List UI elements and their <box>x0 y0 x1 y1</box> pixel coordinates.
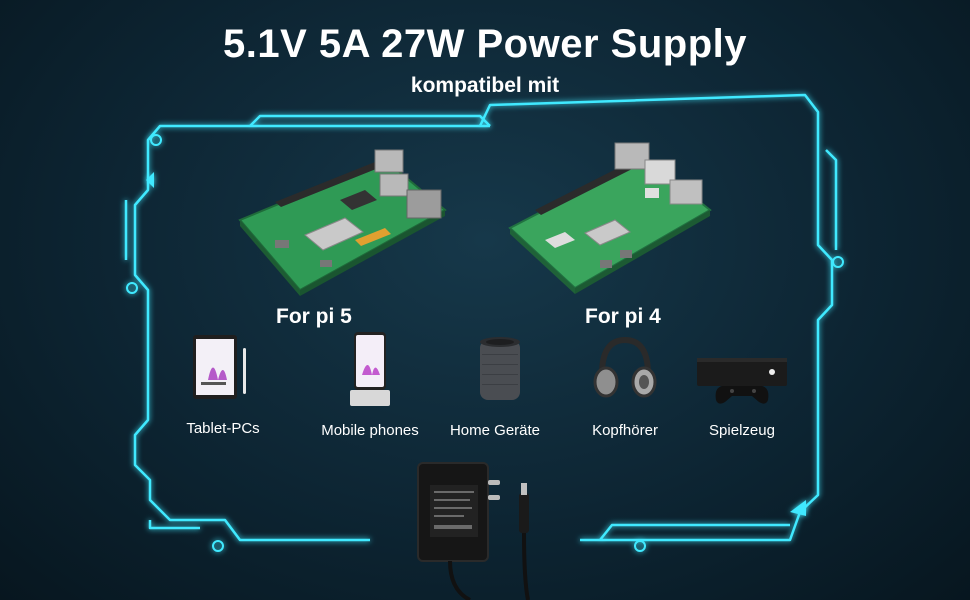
device-label-headphones: Kopfhörer <box>592 422 658 439</box>
device-label-home: Home Geräte <box>449 422 541 439</box>
page-title: 5.1V 5A 27W Power Supply <box>222 22 747 66</box>
pi4-label: For pi 4 <box>585 305 661 328</box>
smart-speaker-icon <box>480 337 520 400</box>
raspberry-pi-4-board-image <box>508 142 712 294</box>
device-label-phone: Mobile phones <box>321 422 419 439</box>
pi5-label: For pi 5 <box>276 305 352 328</box>
tablet-icon <box>193 335 246 399</box>
game-console-icon <box>697 358 787 404</box>
power-adapter-image <box>417 462 530 600</box>
raspberry-pi-5-board-image <box>238 149 447 296</box>
page-subtitle: kompatibel mit <box>410 74 560 97</box>
device-label-tablet: Tablet-PCs <box>186 420 260 437</box>
smartphone-icon <box>350 332 390 406</box>
headphones-icon <box>593 336 657 398</box>
device-label-console: Spielzeug <box>709 422 775 439</box>
